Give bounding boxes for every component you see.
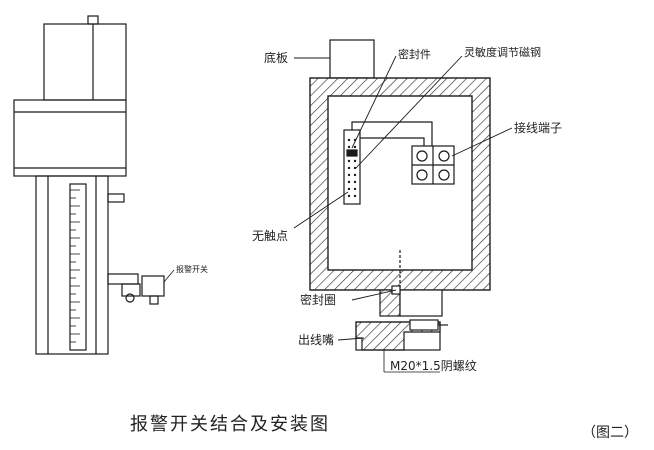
clamp-nut: [125, 293, 135, 303]
diagram-caption: 报警开关结合及安装图: [130, 414, 330, 435]
scale-ticks: [70, 189, 80, 343]
label-seal-ring: 密封圈: [300, 292, 336, 307]
base-plate: [329, 39, 375, 79]
lower-clamp: [107, 273, 139, 285]
label-no-contact: 无触点: [252, 229, 288, 243]
figure-number: （图二）: [582, 425, 638, 441]
alarm-switch-section: [309, 39, 491, 373]
label-alarm-switch-small: 报警开关: [176, 264, 208, 274]
label-seal-part: 密封件: [398, 47, 431, 61]
clamp-bolt: [121, 283, 141, 297]
label-thread: M20*1.5阴螺纹: [390, 359, 477, 373]
gauge-top-cap: [43, 23, 127, 101]
label-outlet: 出线嘴: [298, 333, 334, 347]
small-alarm-switch-body: [141, 275, 165, 297]
upper-clamp: [107, 193, 125, 203]
leader-lines: [293, 55, 513, 341]
label-terminal: 接线端子: [514, 120, 562, 135]
small-alarm-switch-outlet: [149, 295, 159, 305]
gauge-top-plug: [87, 15, 99, 25]
level-gauge-side-view: [13, 15, 175, 355]
housing-wall: [309, 77, 491, 291]
label-sensitivity-magnet: 灵敏度调节磁钢: [464, 45, 541, 59]
label-base-plate: 底板: [264, 50, 288, 65]
seal-part: [346, 149, 358, 157]
outlet-body: [399, 289, 443, 317]
gauge-scale: [69, 183, 87, 351]
gauge-body: [35, 175, 109, 355]
magnet-wire: [351, 121, 433, 146]
